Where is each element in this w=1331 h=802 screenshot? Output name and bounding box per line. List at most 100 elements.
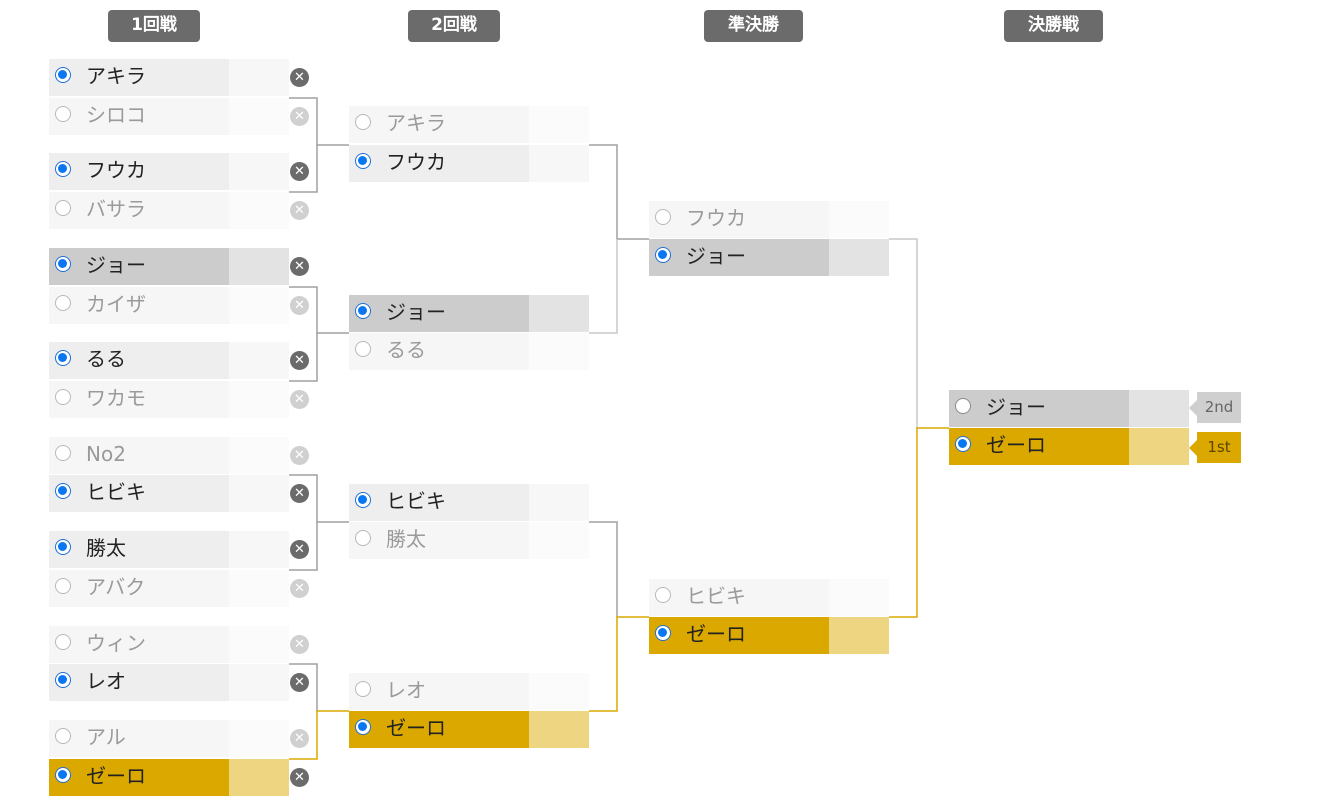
- player-name-cell[interactable]: ワカモ: [49, 381, 229, 418]
- radio-button[interactable]: [55, 389, 71, 405]
- radio-button[interactable]: [55, 634, 71, 650]
- radio-button[interactable]: [55, 256, 71, 272]
- radio-button[interactable]: [55, 161, 71, 177]
- radio-button[interactable]: [355, 341, 371, 357]
- close-icon[interactable]: ✕: [290, 729, 309, 748]
- player-entry[interactable]: アバク: [49, 570, 289, 607]
- score-input[interactable]: [1129, 428, 1189, 465]
- score-input[interactable]: [529, 711, 589, 748]
- close-icon[interactable]: ✕: [290, 162, 309, 181]
- player-name-cell[interactable]: アル: [49, 720, 229, 757]
- radio-button[interactable]: [355, 114, 371, 130]
- player-entry[interactable]: フウカ: [49, 153, 289, 190]
- radio-button[interactable]: [55, 67, 71, 83]
- player-entry[interactable]: No2: [49, 437, 289, 474]
- radio-button[interactable]: [55, 483, 71, 499]
- radio-button[interactable]: [355, 492, 371, 508]
- score-input[interactable]: [529, 673, 589, 710]
- score-input[interactable]: [229, 626, 289, 663]
- player-entry[interactable]: ゼーロ: [949, 428, 1189, 465]
- score-input[interactable]: [229, 570, 289, 607]
- close-icon[interactable]: ✕: [290, 635, 309, 654]
- player-name-cell[interactable]: ヒビキ: [349, 484, 529, 521]
- player-name-cell[interactable]: ゼーロ: [649, 617, 829, 654]
- score-input[interactable]: [529, 484, 589, 521]
- player-entry[interactable]: フウカ: [349, 145, 589, 182]
- player-name-cell[interactable]: 勝太: [49, 531, 229, 568]
- player-name-cell[interactable]: ジョー: [949, 390, 1129, 427]
- player-name-cell[interactable]: フウカ: [49, 153, 229, 190]
- radio-button[interactable]: [55, 728, 71, 744]
- score-input[interactable]: [529, 145, 589, 182]
- radio-button[interactable]: [955, 436, 971, 452]
- radio-button[interactable]: [55, 350, 71, 366]
- player-name-cell[interactable]: カイザ: [49, 287, 229, 324]
- close-icon[interactable]: ✕: [290, 540, 309, 559]
- close-icon[interactable]: ✕: [290, 579, 309, 598]
- player-entry[interactable]: アル: [49, 720, 289, 757]
- score-input[interactable]: [229, 98, 289, 135]
- radio-button[interactable]: [655, 625, 671, 641]
- radio-button[interactable]: [55, 106, 71, 122]
- player-entry[interactable]: ジョー: [649, 239, 889, 276]
- player-entry[interactable]: バサラ: [49, 192, 289, 229]
- close-icon[interactable]: ✕: [290, 351, 309, 370]
- close-icon[interactable]: ✕: [290, 768, 309, 787]
- close-icon[interactable]: ✕: [290, 201, 309, 220]
- player-entry[interactable]: レオ: [349, 673, 589, 710]
- player-name-cell[interactable]: ヒビキ: [649, 579, 829, 616]
- player-name-cell[interactable]: レオ: [49, 664, 229, 701]
- player-name-cell[interactable]: 勝太: [349, 522, 529, 559]
- radio-button[interactable]: [55, 200, 71, 216]
- player-entry[interactable]: ウィン: [49, 626, 289, 663]
- score-input[interactable]: [829, 201, 889, 238]
- player-name-cell[interactable]: ヒビキ: [49, 475, 229, 512]
- score-input[interactable]: [229, 59, 289, 96]
- player-name-cell[interactable]: レオ: [349, 673, 529, 710]
- radio-button[interactable]: [655, 247, 671, 263]
- player-entry[interactable]: るる: [49, 342, 289, 379]
- radio-button[interactable]: [355, 681, 371, 697]
- close-icon[interactable]: ✕: [290, 446, 309, 465]
- player-name-cell[interactable]: ゼーロ: [49, 759, 229, 796]
- score-input[interactable]: [229, 531, 289, 568]
- player-name-cell[interactable]: ウィン: [49, 626, 229, 663]
- score-input[interactable]: [529, 333, 589, 370]
- player-entry[interactable]: ヒビキ: [49, 475, 289, 512]
- score-input[interactable]: [229, 437, 289, 474]
- close-icon[interactable]: ✕: [290, 68, 309, 87]
- player-entry[interactable]: ヒビキ: [649, 579, 889, 616]
- score-input[interactable]: [229, 381, 289, 418]
- radio-button[interactable]: [55, 295, 71, 311]
- player-name-cell[interactable]: フウカ: [649, 201, 829, 238]
- player-entry[interactable]: レオ: [49, 664, 289, 701]
- player-entry[interactable]: るる: [349, 333, 589, 370]
- player-name-cell[interactable]: アキラ: [349, 106, 529, 143]
- score-input[interactable]: [229, 759, 289, 796]
- score-input[interactable]: [529, 106, 589, 143]
- player-name-cell[interactable]: ジョー: [649, 239, 829, 276]
- player-name-cell[interactable]: アバク: [49, 570, 229, 607]
- radio-button[interactable]: [55, 767, 71, 783]
- score-input[interactable]: [229, 153, 289, 190]
- radio-button[interactable]: [55, 578, 71, 594]
- player-entry[interactable]: ジョー: [49, 248, 289, 285]
- player-entry[interactable]: フウカ: [649, 201, 889, 238]
- player-entry[interactable]: ヒビキ: [349, 484, 589, 521]
- player-name-cell[interactable]: ジョー: [349, 295, 529, 332]
- score-input[interactable]: [229, 475, 289, 512]
- player-entry[interactable]: ゼーロ: [49, 759, 289, 796]
- score-input[interactable]: [829, 617, 889, 654]
- score-input[interactable]: [229, 342, 289, 379]
- player-name-cell[interactable]: るる: [349, 333, 529, 370]
- player-name-cell[interactable]: No2: [49, 437, 229, 474]
- radio-button[interactable]: [355, 153, 371, 169]
- score-input[interactable]: [529, 295, 589, 332]
- player-entry[interactable]: 勝太: [349, 522, 589, 559]
- radio-button[interactable]: [655, 209, 671, 225]
- score-input[interactable]: [1129, 390, 1189, 427]
- radio-button[interactable]: [355, 530, 371, 546]
- close-icon[interactable]: ✕: [290, 390, 309, 409]
- radio-button[interactable]: [55, 539, 71, 555]
- player-entry[interactable]: ゼーロ: [349, 711, 589, 748]
